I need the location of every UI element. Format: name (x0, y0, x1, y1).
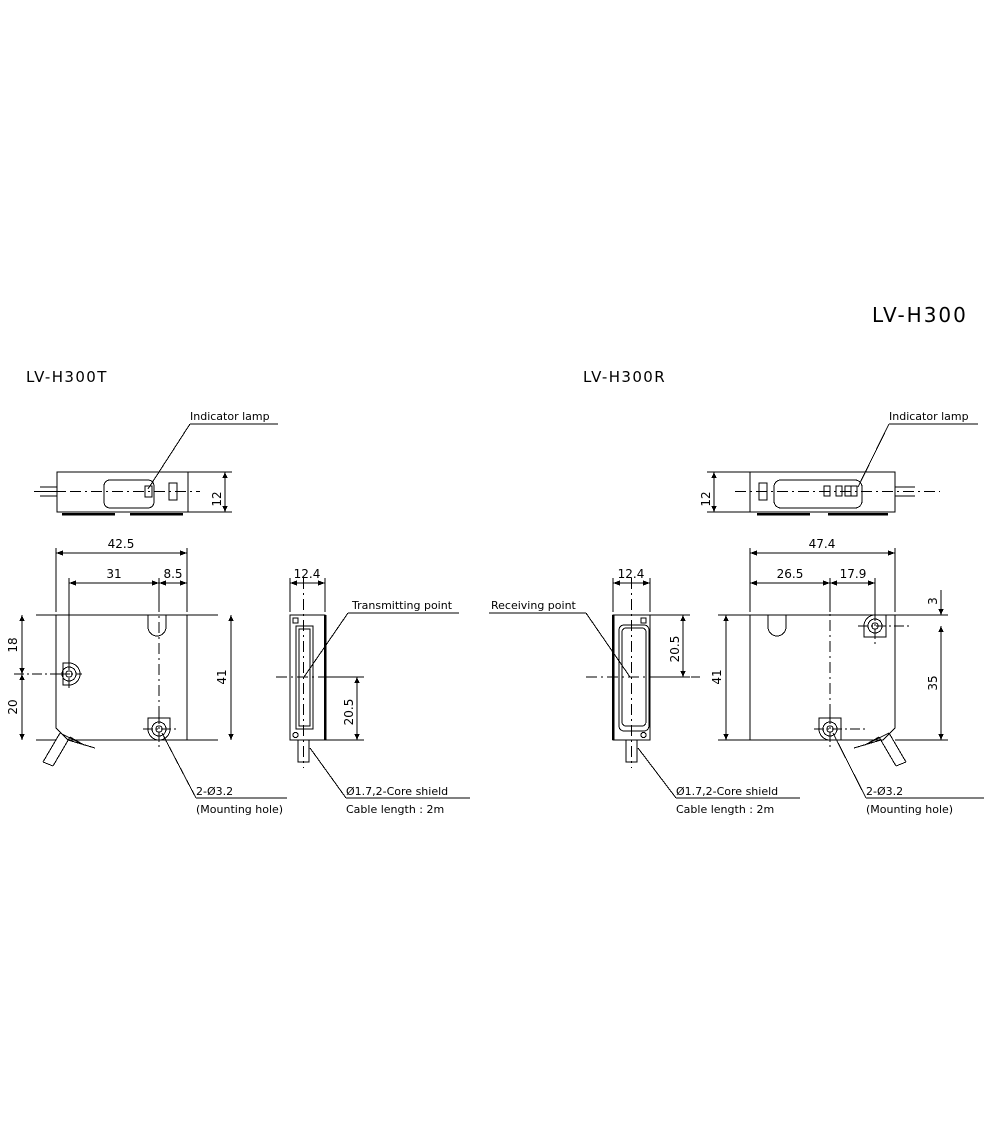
section-label-receiver: LV-H300R (583, 368, 666, 386)
dim-41-transmitter: 41 (215, 669, 229, 684)
dim-12-receiver: 12 (699, 491, 713, 506)
transmitter-side-view: 12.4 20.5 Transmitting point Ø1.7,2-Core… (276, 567, 470, 816)
receiver-top-view: 12 Indicator lamp (699, 410, 978, 516)
section-label-transmitter: LV-H300T (26, 368, 108, 386)
dim-18: 18 (6, 637, 20, 652)
transmitter-front-view: 42.5 31 8.5 18 20 41 2-Ø3.2 (Mounting ho… (6, 537, 287, 816)
dim-31: 31 (106, 567, 121, 581)
transmitter-top-view: 12 Indicator lamp (34, 410, 278, 516)
dim-12-4-receiver: 12.4 (618, 567, 645, 581)
cable-length-receiver: Cable length : 2m (676, 803, 774, 816)
dim-20: 20 (6, 699, 20, 714)
receiving-point-label: Receiving point (491, 599, 577, 612)
dim-47-4: 47.4 (809, 537, 836, 551)
cable-spec-transmitter: Ø1.7,2-Core shield (346, 785, 448, 798)
dim-20-5-transmitter: 20.5 (342, 699, 356, 726)
cable-length-transmitter: Cable length : 2m (346, 803, 444, 816)
dim-12-4-transmitter: 12.4 (294, 567, 321, 581)
dim-3: 3 (926, 597, 940, 605)
mounting-hole-dia-receiver: 2-Ø3.2 (866, 785, 903, 798)
mounting-hole-dia-transmitter: 2-Ø3.2 (196, 785, 233, 798)
mounting-hole-note-transmitter: (Mounting hole) (196, 803, 283, 816)
indicator-lamp-label-transmitter: Indicator lamp (190, 410, 270, 423)
dim-42-5: 42.5 (108, 537, 135, 551)
dim-20-5-receiver: 20.5 (668, 636, 682, 663)
dim-26-5: 26.5 (777, 567, 804, 581)
transmitting-point-label: Transmitting point (351, 599, 453, 612)
indicator-lamp-label-receiver: Indicator lamp (889, 410, 969, 423)
receiver-side-view: 12.4 20.5 Receiving point Ø1.7,2-Core sh… (489, 567, 800, 816)
drawing-title: LV-H300 (872, 303, 968, 327)
cable-spec-receiver: Ø1.7,2-Core shield (676, 785, 778, 798)
dim-17-9: 17.9 (840, 567, 867, 581)
dim-35: 35 (926, 675, 940, 690)
dim-41-receiver: 41 (710, 669, 724, 684)
mounting-hole-note-receiver: (Mounting hole) (866, 803, 953, 816)
dim-12-transmitter: 12 (210, 491, 224, 506)
dim-8-5: 8.5 (163, 567, 182, 581)
receiver-front-view: 47.4 26.5 17.9 41 3 35 2-Ø3.2 (Mounting … (710, 537, 984, 816)
